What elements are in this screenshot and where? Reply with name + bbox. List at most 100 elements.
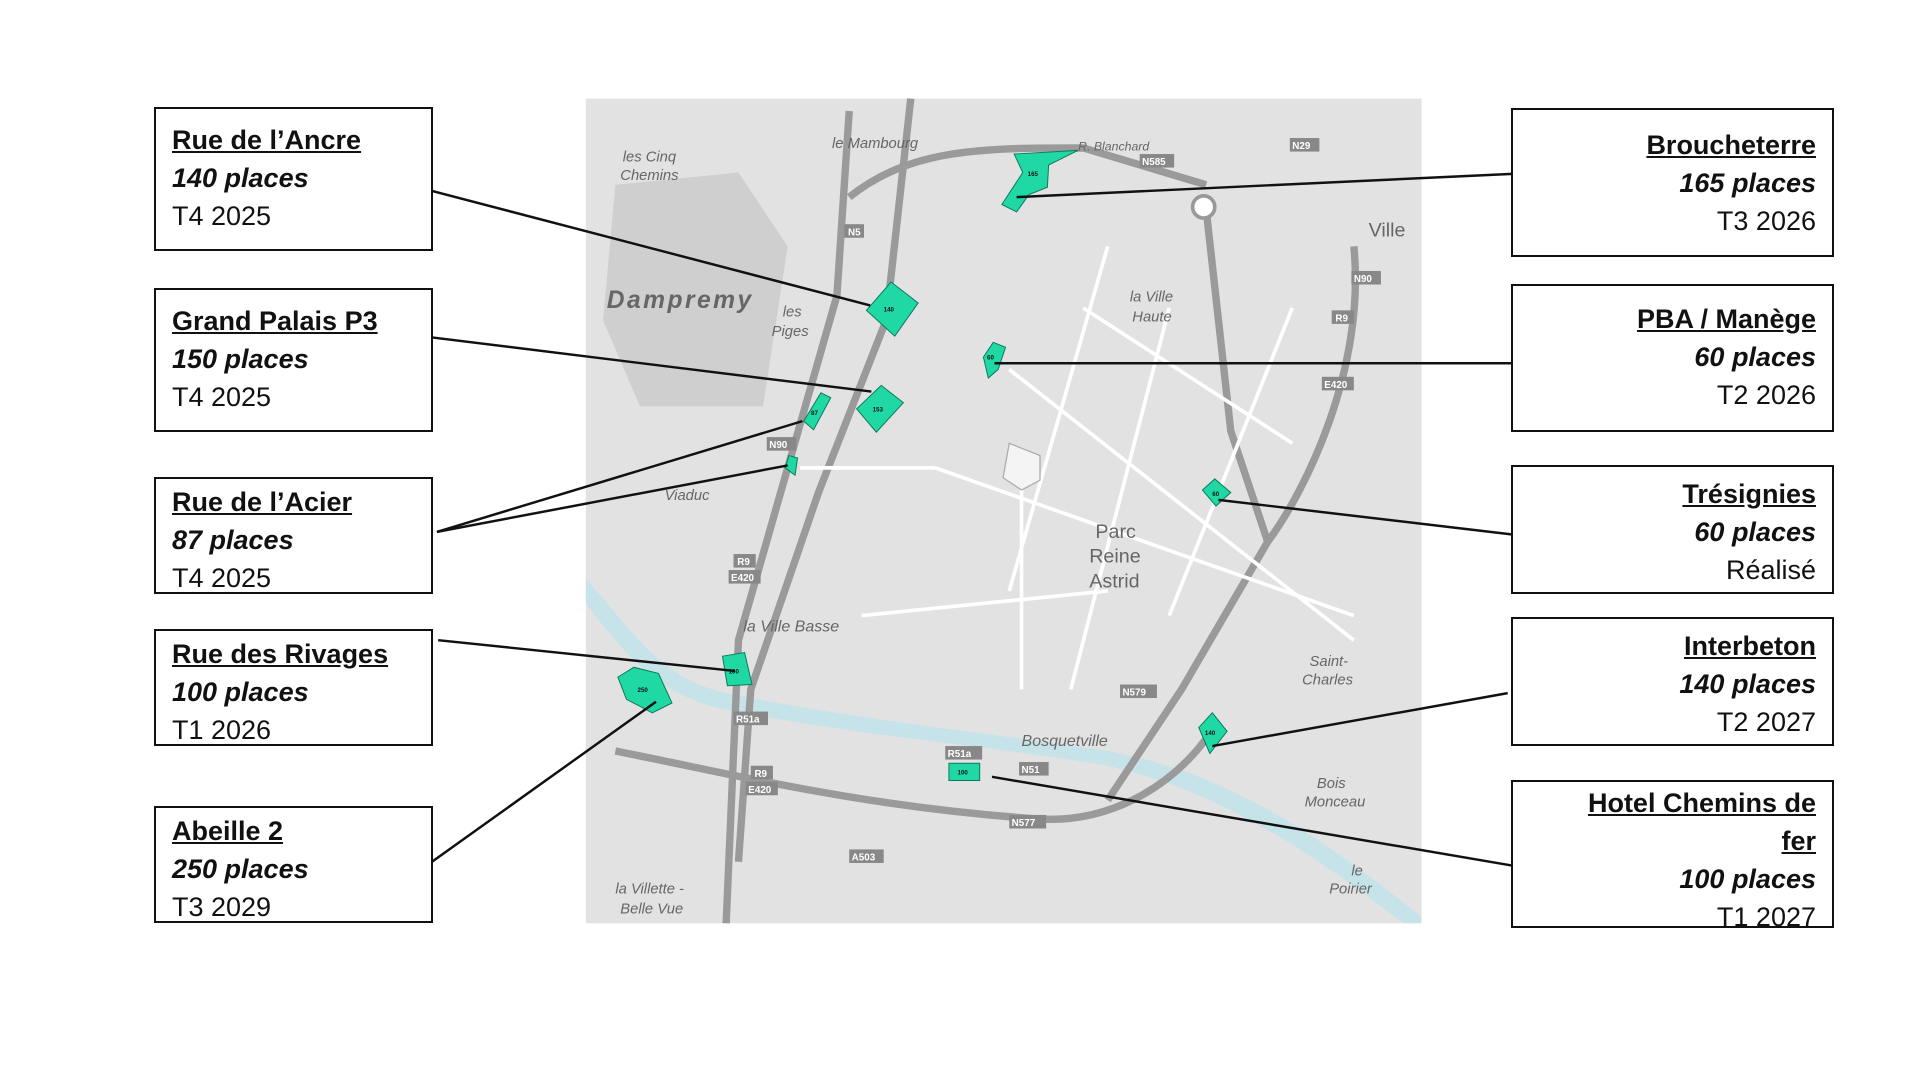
leader-line xyxy=(436,464,788,534)
project-places: 100 places xyxy=(1679,864,1816,894)
project-box-abeille-2: Abeille 2 250 places T3 2029 xyxy=(154,806,433,923)
place-label: le xyxy=(1351,863,1362,879)
svg-text:153: 153 xyxy=(873,406,884,413)
project-name: Hotel Chemins de fer xyxy=(1587,788,1816,856)
project-name: Trésignies xyxy=(1682,479,1816,509)
svg-text:N90: N90 xyxy=(1354,274,1373,285)
project-box-hotel-chemins-de-fer: Hotel Chemins de fer 100 places T1 2027 xyxy=(1511,780,1834,932)
place-octagon xyxy=(1002,442,1041,491)
project-date: T3 2026 xyxy=(1716,206,1816,236)
place-label: la Ville Basse xyxy=(743,619,839,636)
svg-text:60: 60 xyxy=(1212,491,1219,498)
svg-text:N585: N585 xyxy=(1142,157,1166,168)
road-shield: N51 xyxy=(1019,762,1049,776)
place-label: Astrid xyxy=(1089,570,1139,592)
place-label: Viaduc xyxy=(665,488,710,504)
svg-text:A503: A503 xyxy=(852,853,876,864)
place-label: Piges xyxy=(772,324,810,340)
project-places: 140 places xyxy=(1679,669,1816,699)
svg-text:N51: N51 xyxy=(1022,765,1041,776)
svg-text:100: 100 xyxy=(958,769,969,776)
place-label: Bosquetville xyxy=(1022,733,1108,750)
project-name: Rue de l’Acier xyxy=(172,487,353,517)
svg-text:N577: N577 xyxy=(1012,818,1036,829)
place-label: Belle Vue xyxy=(620,901,683,917)
svg-text:E420: E420 xyxy=(731,573,754,584)
svg-text:N5: N5 xyxy=(848,227,861,238)
leader-line xyxy=(1212,691,1508,748)
place-label: Bois xyxy=(1317,776,1346,792)
road-shield: R9 xyxy=(733,554,756,568)
place-label: Reine xyxy=(1089,546,1140,568)
project-name: Broucheterre xyxy=(1646,130,1816,160)
project-places: 87 places xyxy=(172,525,294,555)
place-label: Parc xyxy=(1095,521,1136,543)
roundabout xyxy=(1190,194,1217,220)
svg-text:60: 60 xyxy=(987,355,994,362)
project-name: Rue des Rivages xyxy=(172,639,389,669)
leader-line xyxy=(991,775,1512,867)
project-date: T4 2025 xyxy=(172,382,272,412)
project-box-interbeton: Interbeton 140 places T2 2027 xyxy=(1511,617,1834,746)
project-places: 250 places xyxy=(172,854,309,884)
svg-text:R51a: R51a xyxy=(736,715,760,726)
place-label: les Cinq xyxy=(623,149,677,165)
road-shield: R9 xyxy=(750,765,773,780)
road-shield: N90 xyxy=(1351,270,1381,285)
svg-text:N29: N29 xyxy=(1292,141,1311,152)
project-date: T4 2025 xyxy=(172,201,272,231)
project-name: Interbeton xyxy=(1684,631,1816,661)
project-places: 60 places xyxy=(1694,517,1816,547)
parking-site-tresignies[interactable]: 60 xyxy=(1201,478,1232,507)
project-places: 165 places xyxy=(1679,168,1816,198)
project-box-rue-des-rivages: Rue des Rivages 100 places T1 2026 xyxy=(154,629,433,746)
project-box-rue-de-l-ancre: Rue de l’Ancre 140 places T4 2025 xyxy=(154,107,433,251)
svg-text:R51a: R51a xyxy=(948,749,972,760)
project-box-pba-manege: PBA / Manège 60 places T2 2026 xyxy=(1511,284,1834,432)
project-box-tresignies: Trésignies 60 places Réalisé xyxy=(1511,465,1834,594)
place-label: Monceau xyxy=(1305,794,1366,810)
parking-site-rue-de-l-ancre[interactable]: 140 xyxy=(865,281,919,337)
leader-line xyxy=(1016,172,1516,199)
place-label: la Villette - xyxy=(615,882,684,898)
place-label: Chemins xyxy=(620,168,679,184)
place-label: Saint- xyxy=(1310,654,1349,670)
parking-site-abeille-2[interactable]: 250 xyxy=(617,666,673,714)
parking-site-rue-de-l-acier[interactable]: 87 xyxy=(784,392,832,477)
road-shield: E420 xyxy=(745,781,778,796)
project-date: T2 2027 xyxy=(1716,707,1816,737)
place-label: Charles xyxy=(1302,673,1353,689)
parking-site-hotel-chemins-de-fer[interactable]: 100 xyxy=(948,762,981,781)
project-date: T1 2026 xyxy=(172,715,272,745)
parking-site-pba-manege[interactable]: 60 xyxy=(982,341,1007,379)
parking-site-interbeton[interactable]: 140 xyxy=(1198,712,1228,755)
project-box-grand-palais-p3: Grand Palais P3 150 places T4 2025 xyxy=(154,288,433,432)
place-label: Haute xyxy=(1132,309,1171,325)
leader-line xyxy=(436,419,803,534)
svg-text:E420: E420 xyxy=(1324,380,1347,391)
svg-text:R9: R9 xyxy=(754,769,767,780)
road-shield: E420 xyxy=(728,570,761,584)
road-shield: R9 xyxy=(1331,310,1354,324)
project-date: Réalisé xyxy=(1725,555,1816,585)
road-shield: N579 xyxy=(1120,684,1157,699)
svg-text:R9: R9 xyxy=(737,557,750,568)
streets xyxy=(800,245,1355,690)
svg-text:140: 140 xyxy=(1205,730,1216,737)
place-label: la Ville xyxy=(1130,290,1173,306)
project-places: 60 places xyxy=(1694,342,1816,372)
place-label: R. Blanchard xyxy=(1078,139,1150,153)
leader-line xyxy=(1218,498,1512,536)
road-shield: N90 xyxy=(766,437,797,451)
map[interactable]: les Cinq Chemins le Mambourg Dampremy le… xyxy=(585,98,1422,924)
road-shield: E420 xyxy=(1321,376,1354,391)
project-name: Rue de l’Ancre xyxy=(172,125,362,155)
project-date: T2 2026 xyxy=(1716,380,1816,410)
road-shield: R51a xyxy=(733,711,768,726)
road-shield: N29 xyxy=(1289,138,1320,152)
road-shield: R51a xyxy=(945,746,983,760)
svg-text:N579: N579 xyxy=(1122,688,1146,699)
svg-text:250: 250 xyxy=(638,687,649,694)
parking-site-grand-palais-p3[interactable]: 153 xyxy=(855,384,905,433)
project-places: 140 places xyxy=(172,163,309,193)
